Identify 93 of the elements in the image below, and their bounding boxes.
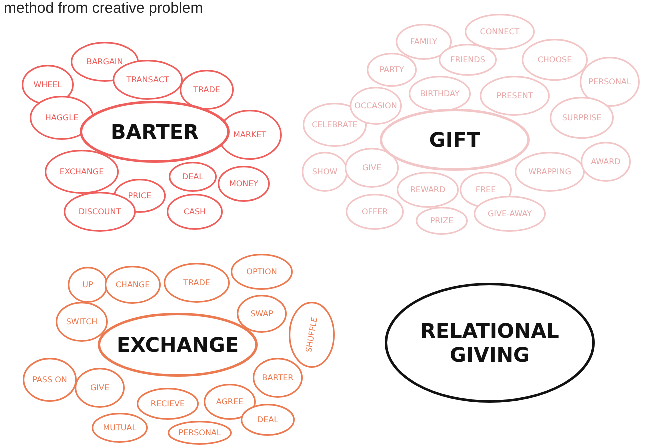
bubble-word: REWARD (409, 186, 447, 194)
bubble-word: SWAP (250, 310, 274, 318)
word-bubble (346, 194, 404, 230)
center-oval (380, 109, 530, 171)
word-bubble (23, 358, 77, 402)
bubble-word: EXCHANGE (58, 168, 106, 176)
word-bubble (345, 148, 399, 188)
bubble-word: MONEY (228, 180, 260, 188)
bubble-word: MARKET (232, 130, 268, 140)
word-bubble (68, 267, 108, 303)
word-bubble (416, 207, 468, 235)
center-oval (80, 101, 230, 163)
bubble-word: BARTER (261, 374, 295, 382)
bubble-word: BARGAIN (86, 58, 124, 66)
bubble-word: SURPRISE (561, 114, 603, 122)
word-bubble (289, 302, 335, 368)
word-bubble (522, 39, 588, 81)
bubble-word: SHUFFLE (304, 316, 320, 356)
bubble-word: GIVE (361, 164, 383, 172)
word-bubble (204, 384, 256, 420)
center-word: GIFT (428, 128, 482, 152)
word-bubble (218, 166, 270, 202)
word-bubble (231, 254, 293, 290)
word-bubble (465, 14, 535, 50)
word-bubble (367, 53, 417, 87)
word-bubble (396, 24, 452, 60)
word-bubble (56, 302, 108, 342)
bubble-word: PERSONAL (588, 78, 632, 86)
word-bubble (45, 150, 119, 194)
bubble-word: PERSONAL (178, 428, 222, 438)
bubble-word: SHOW (311, 168, 339, 176)
word-bubble (75, 368, 125, 408)
word-bubble (439, 44, 497, 76)
word-bubble (241, 404, 295, 436)
bubble-word: PASS ON (32, 376, 68, 384)
bubble-word: MUTUAL (102, 424, 138, 432)
bubble-word: FRIENDS (450, 56, 486, 64)
bubble-word: CHANGE (114, 280, 152, 290)
word-bubble (237, 295, 287, 333)
bubble-word: BIRTHDAY (419, 90, 461, 98)
center-word: RELATIONAL GIVING (420, 319, 560, 367)
word-bubble (167, 194, 223, 230)
word-bubble (164, 263, 230, 303)
bubble-word: CASH (182, 208, 208, 216)
bubble-word: OCCASION (354, 102, 398, 110)
bubble-word: AWARD (590, 158, 622, 166)
bubble-word: OFFER (360, 208, 390, 216)
bubble-word: CHOOSE (536, 56, 574, 64)
word-bubble (253, 358, 303, 398)
word-bubble (515, 152, 585, 192)
bubble-word: DEAL (256, 416, 280, 424)
bubble-word: TRANSACT (126, 76, 170, 84)
heading: method from creative problem (4, 0, 204, 17)
word-bubble (180, 70, 234, 110)
bubble-word: UP (82, 280, 94, 290)
bubble-word: GIVE (89, 384, 111, 392)
center-word: BARTER (110, 120, 200, 144)
word-bubble (550, 97, 614, 139)
bubble-word: CONNECT (479, 28, 521, 36)
bubble-word: DISCOUNT (78, 208, 122, 216)
bubble-word: RECIEVE (150, 400, 186, 408)
word-bubble (580, 57, 640, 107)
word-bubble (581, 142, 631, 182)
bubble-word: SWITCH (65, 318, 99, 326)
word-bubble (302, 152, 348, 192)
word-bubble (168, 421, 232, 445)
bubble-word: FREE (474, 186, 498, 194)
bubble-word: WHEEL (32, 80, 64, 90)
word-bubble (169, 162, 217, 192)
word-bubble (92, 413, 148, 443)
bubble-word: OPTION (246, 268, 278, 276)
word-bubble (409, 76, 471, 112)
bubble-word: FAMILY (410, 38, 438, 46)
bubble-word: PRICE (127, 192, 153, 200)
bubble-word: PRESENT (496, 92, 534, 100)
bubble-word: TRADE (192, 86, 222, 94)
bubble-word: TRADE (182, 278, 212, 288)
center-word: EXCHANGE (116, 333, 240, 357)
bubble-word: WRAPPING (528, 168, 572, 176)
bubble-word: PARTY (378, 66, 406, 74)
word-bubble (474, 196, 546, 232)
word-bubble (105, 266, 161, 304)
bubble-word: HAGGLE (44, 114, 80, 122)
bubble-word: AGREE (215, 398, 245, 406)
bubble-word: CELEBRATE (311, 120, 359, 130)
bubble-word: DEAL (181, 172, 205, 182)
word-bubble (397, 172, 459, 208)
word-bubble (480, 76, 550, 116)
word-bubble (30, 96, 94, 140)
center-oval (385, 283, 595, 403)
bubble-word: GIVE-AWAY (486, 210, 534, 218)
word-bubble (137, 388, 199, 420)
bubble-word: PRIZE (429, 216, 455, 226)
